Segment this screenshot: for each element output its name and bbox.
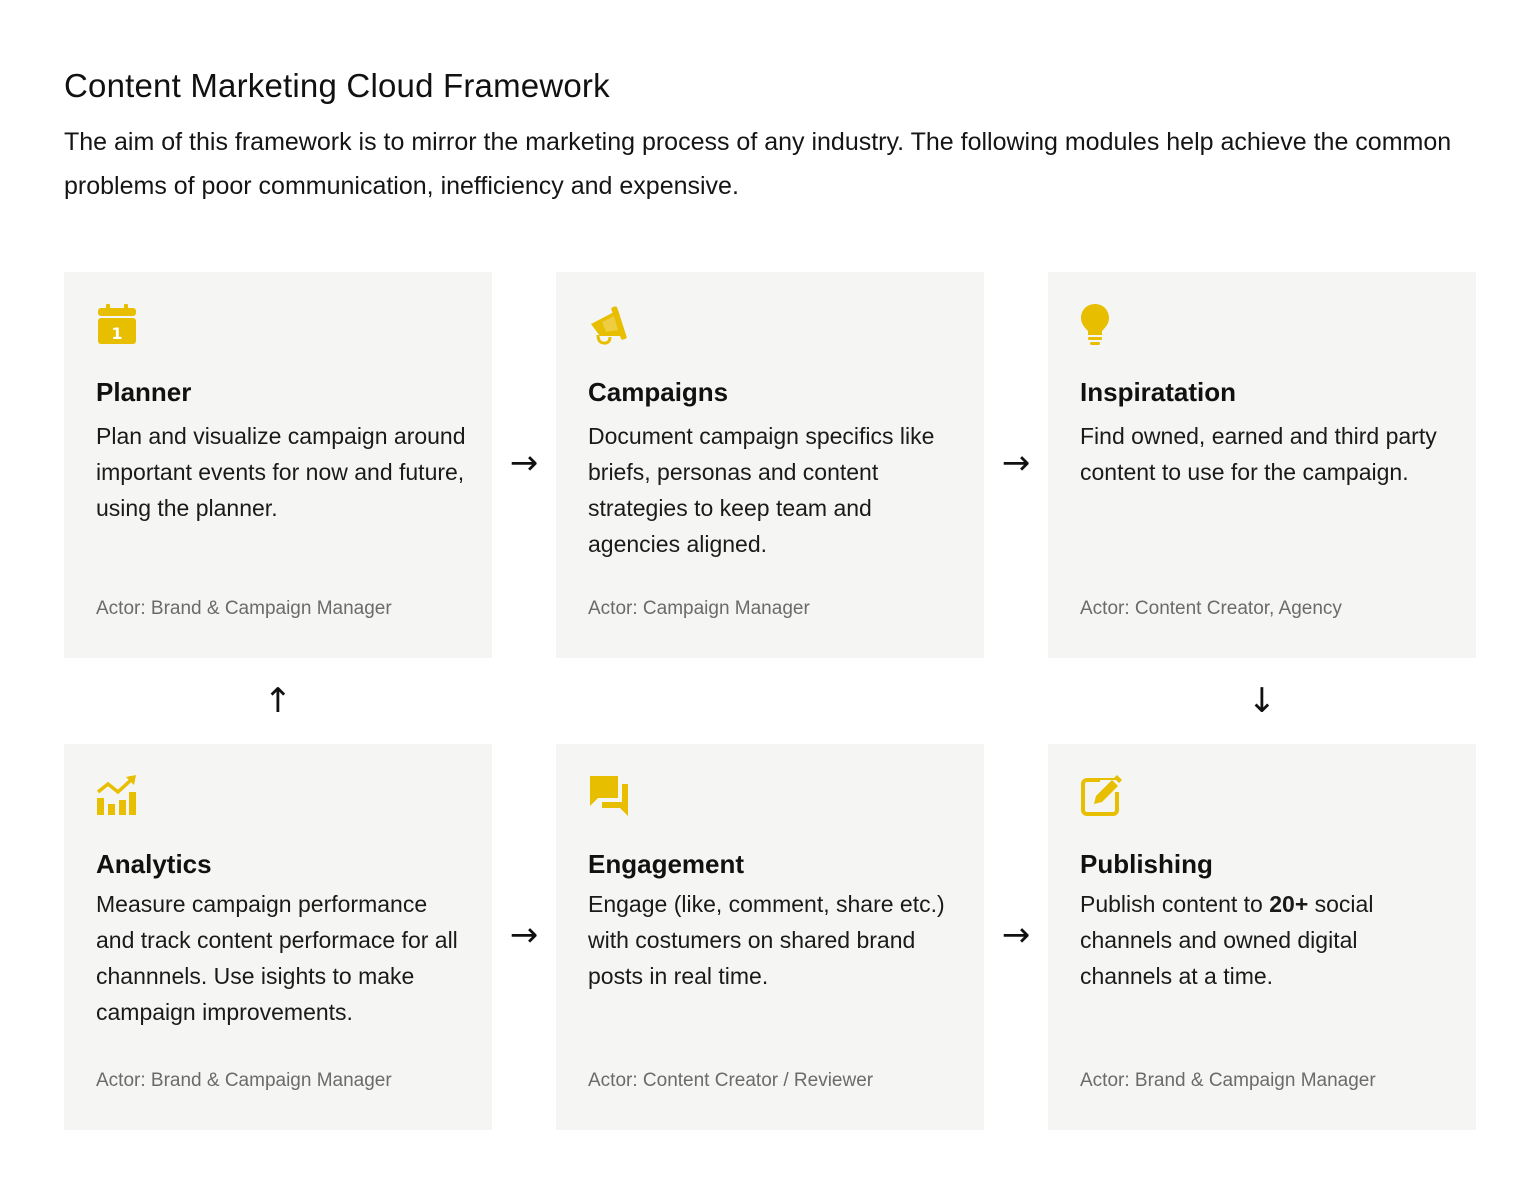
- arrow-right: →: [1001, 443, 1031, 483]
- module-description: Find owned, earned and third party conte…: [1080, 423, 1437, 485]
- module-actor: Actor: Campaign Manager: [588, 598, 810, 619]
- module-card-planner: 1 Planner Plan and visualize campaign ar…: [64, 272, 492, 658]
- arrow-right: →: [509, 443, 539, 483]
- module-title: Analytics: [96, 849, 212, 879]
- module-actor: Actor: Brand & Campaign Manager: [96, 598, 392, 619]
- channel-count: 20+: [1269, 891, 1309, 917]
- module-card-campaigns: Campaigns Document campaign specifics li…: [556, 272, 984, 658]
- svg-text:1: 1: [111, 324, 122, 343]
- lightbulb-icon: [1080, 302, 1122, 346]
- page-title: Content Marketing Cloud Framework: [64, 67, 610, 104]
- arrow-up: ↑: [263, 681, 293, 721]
- module-card-engagement: Engagement Engage (like, comment, share …: [556, 744, 984, 1130]
- module-description: Publish content to 20+ social channels a…: [1080, 891, 1374, 989]
- module-actor: Actor: Brand & Campaign Manager: [1080, 1070, 1376, 1091]
- module-title: Engagement: [588, 849, 745, 879]
- module-card-analytics: Analytics Measure campaign performance a…: [64, 744, 492, 1130]
- module-title: Planner: [96, 377, 192, 407]
- module-description: Document campaign specifics like briefs,…: [588, 423, 935, 557]
- module-title: Campaigns: [588, 377, 729, 407]
- module-description: Measure campaign performance and track c…: [96, 891, 458, 1025]
- page-description: The aim of this framework is to mirror t…: [64, 128, 1452, 200]
- module-actor: Actor: Content Creator / Reviewer: [588, 1070, 874, 1091]
- module-actor: Actor: Content Creator, Agency: [1080, 598, 1342, 619]
- module-description: Engage (like, comment, share etc.) with …: [588, 891, 945, 989]
- module-card-inspiration: Inspiratation Find owned, earned and thi…: [1048, 272, 1476, 658]
- analytics-chart-icon: [96, 774, 138, 818]
- module-card-publishing: Publishing Publish content to 20+ social…: [1048, 744, 1476, 1130]
- arrow-right: →: [509, 915, 539, 955]
- calendar-icon: 1: [96, 302, 138, 346]
- arrow-right: →: [1001, 915, 1031, 955]
- module-description: Plan and visualize campaign around impor…: [96, 423, 466, 521]
- module-title: Inspiratation: [1080, 377, 1237, 407]
- module-actor: Actor: Brand & Campaign Manager: [96, 1070, 392, 1091]
- module-title: Publishing: [1080, 849, 1213, 879]
- megaphone-icon: [588, 302, 630, 346]
- chat-bubbles-icon: [588, 774, 630, 818]
- edit-icon: [1080, 774, 1122, 818]
- arrow-down: ↓: [1247, 681, 1277, 721]
